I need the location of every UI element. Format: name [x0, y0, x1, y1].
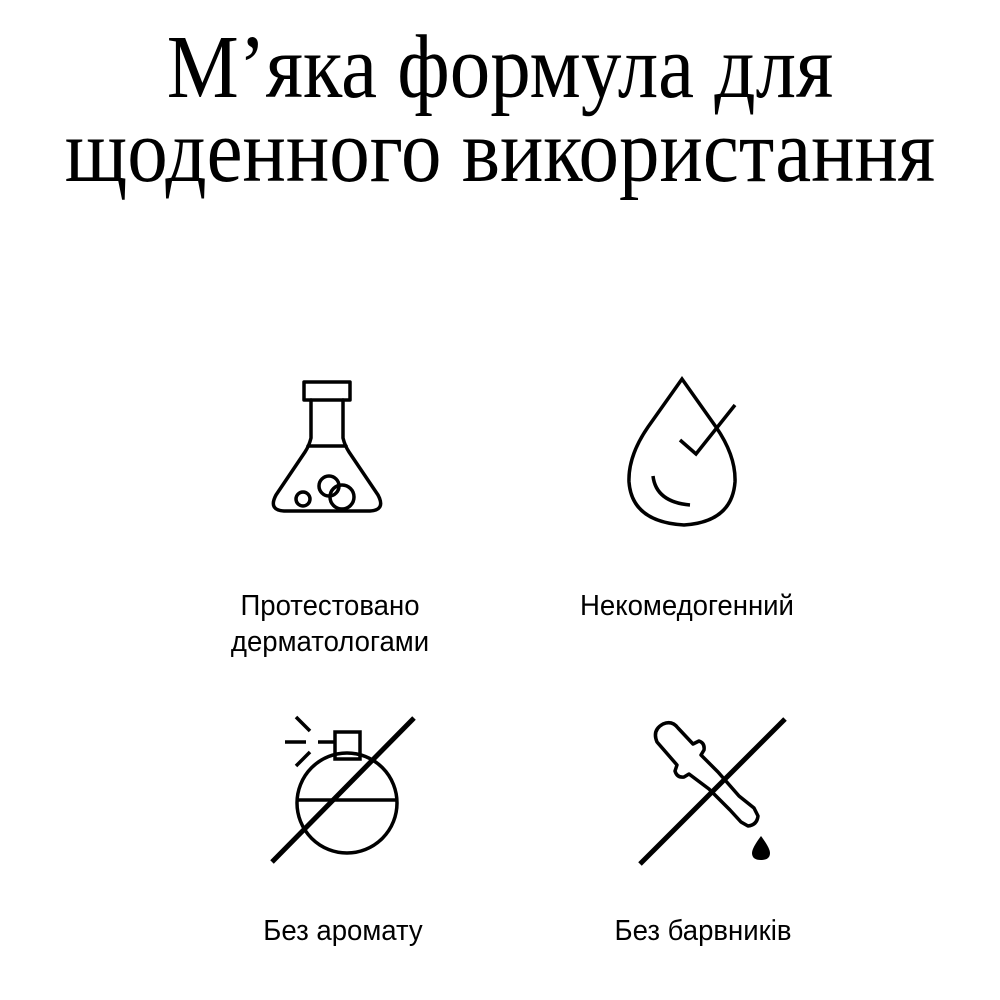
page-title: М’яка формула для щоденного використання: [50, 18, 950, 201]
flask-icon: [271, 380, 383, 513]
feature-dermatologically-tested: Протестовано дерматологами: [180, 588, 480, 660]
feature-label: Некомедогенний: [580, 590, 794, 622]
feature-label: дерматологами: [230, 626, 430, 658]
title-line-1: М’яка формула для: [166, 18, 834, 117]
no-fragrance-icon: [270, 715, 416, 864]
drop-check-icon: [627, 375, 737, 527]
feature-label: Протестовано: [240, 590, 420, 622]
feature-label: Без аромату: [263, 915, 423, 947]
feature-label: Без барвників: [614, 915, 792, 947]
no-dye-icon: [638, 717, 787, 866]
feature-non-comedogenic: Некомедогенний: [537, 588, 837, 624]
feature-dye-free: Без барвників: [553, 913, 853, 949]
title-line-2: щоденного використання: [64, 102, 936, 201]
feature-fragrance-free: Без аромату: [193, 913, 493, 949]
